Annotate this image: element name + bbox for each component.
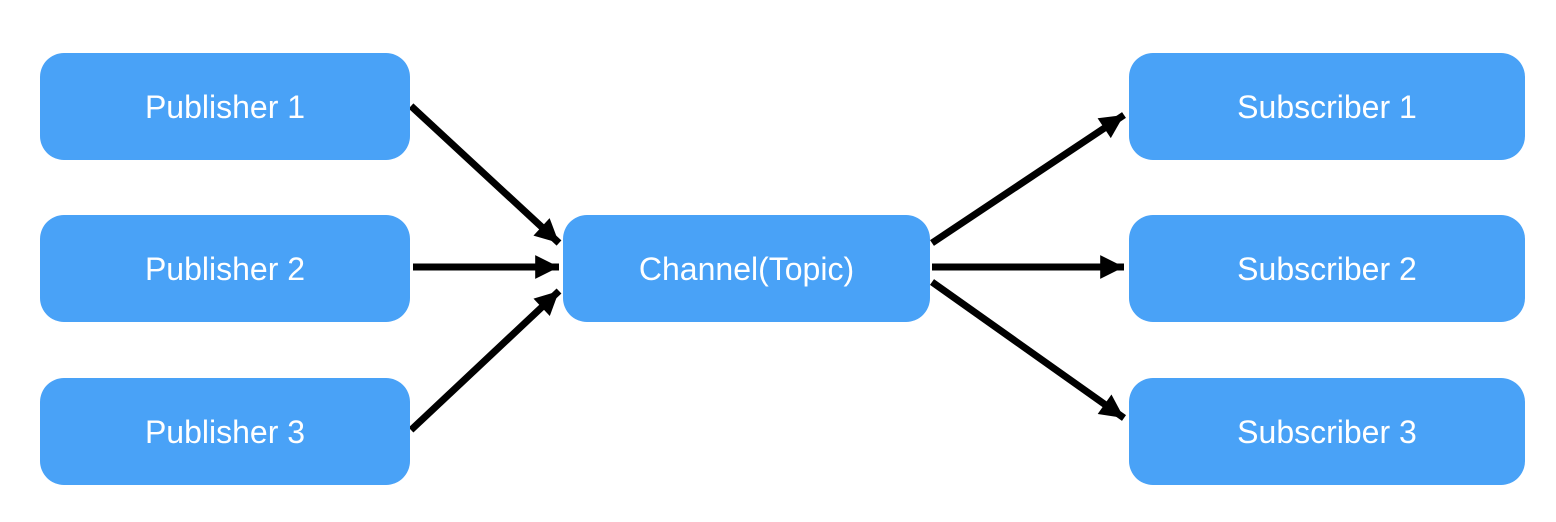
- node-publisher-3: Publisher 3: [40, 378, 410, 485]
- node-publisher-2: Publisher 2: [40, 215, 410, 322]
- node-channel-topic-label: Channel(Topic): [638, 250, 855, 287]
- node-subscriber-1: Subscriber 1: [1129, 53, 1525, 160]
- node-subscriber-3: Subscriber 3: [1129, 378, 1525, 485]
- node-subscriber-1-label: Subscriber 1: [1237, 88, 1417, 125]
- arrow-publisher1-to-channel: [408, 103, 562, 246]
- node-channel-topic: Channel(Topic): [563, 215, 930, 322]
- node-subscriber-2-label: Subscriber 2: [1237, 250, 1417, 287]
- node-subscriber-2: Subscriber 2: [1129, 215, 1525, 322]
- node-publisher-3-label: Publisher 3: [144, 413, 306, 450]
- node-subscriber-3-label: Subscriber 3: [1237, 413, 1417, 450]
- node-publisher-1-label: Publisher 1: [144, 88, 306, 125]
- arrow-channel-to-subscriber3: [929, 279, 1127, 421]
- node-publisher-1: Publisher 1: [40, 53, 410, 160]
- arrow-publisher3-to-channel: [408, 288, 562, 433]
- node-publisher-2-label: Publisher 2: [144, 250, 306, 287]
- arrow-channel-to-subscriber1: [930, 112, 1126, 246]
